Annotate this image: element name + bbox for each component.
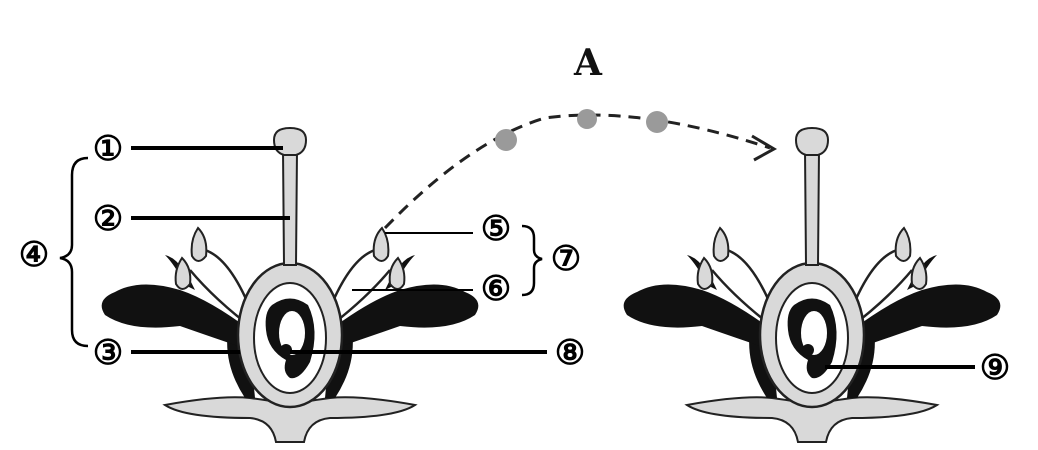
pollen-grain xyxy=(577,109,597,129)
label-7: ⑦ xyxy=(551,239,581,279)
arrow-head-icon xyxy=(751,134,778,162)
label-4: ④ xyxy=(19,235,49,275)
pollen-grain xyxy=(646,111,668,133)
brace-4 xyxy=(59,156,89,348)
pollen-grain xyxy=(495,129,517,151)
label-5: ⑤ xyxy=(481,209,511,249)
label-1: ① xyxy=(93,129,123,169)
label-3: ③ xyxy=(93,333,123,373)
label-2: ② xyxy=(93,199,123,239)
left-flower xyxy=(100,126,480,444)
diagram-title: A xyxy=(573,42,603,84)
label-6: ⑥ xyxy=(481,269,511,309)
right-flower xyxy=(622,126,1002,444)
pollen-transfer-path xyxy=(383,113,771,230)
label-9: ⑨ xyxy=(980,348,1010,388)
brace-7 xyxy=(521,224,543,297)
label-8: ⑧ xyxy=(555,333,585,373)
